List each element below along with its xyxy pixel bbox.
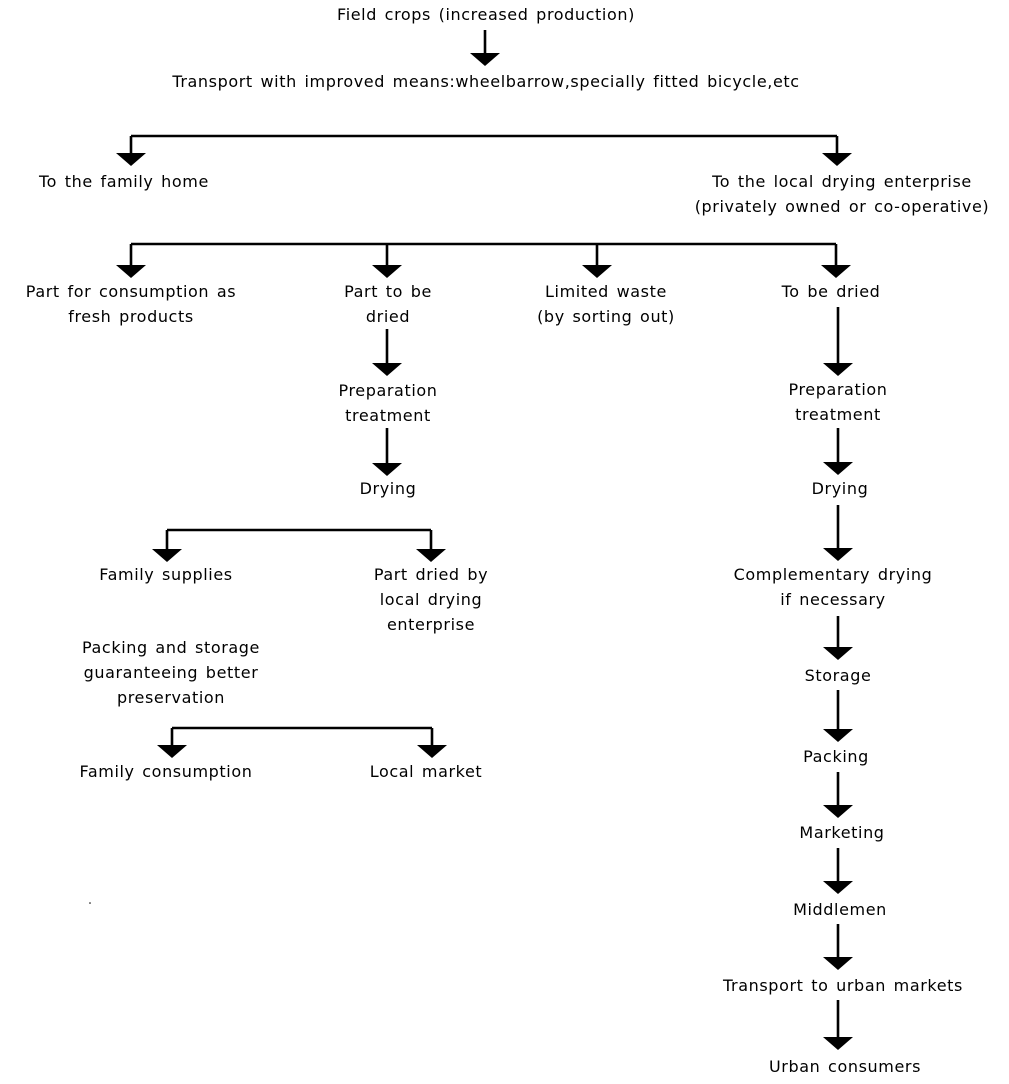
node-family-home-line: To the family home [39, 172, 209, 191]
node-drying-left-line: Drying [359, 479, 417, 498]
node-field-crops: Field crops (increased production) [337, 2, 635, 27]
node-part-dried-enterprise-line-3: enterprise [386, 615, 476, 634]
node-fresh-consumption-line-1: Part for consumption as [25, 282, 237, 301]
node-packing-line: Packing [803, 747, 869, 766]
split-drying-left-drop-2-head [416, 549, 446, 562]
arrow-prep-to-drying-left-head [372, 463, 402, 476]
node-urban-consumers: Urban consumers [769, 1054, 921, 1079]
node-complementary-drying-line-2: if necessary [780, 590, 886, 609]
node-drying-enterprise-line-2: (privately owned or co-operative) [694, 197, 990, 216]
node-local-market: Local market [370, 759, 483, 784]
node-complementary-drying: Complementary drying if necessary [734, 562, 933, 612]
node-storage: Storage [805, 663, 872, 688]
node-prep-left-line-1: Preparation [338, 381, 438, 400]
node-local-market-line: Local market [369, 762, 483, 781]
arrow-packing-to-marketing-head [823, 805, 853, 818]
arrow-prep-to-drying-right-head [823, 462, 853, 475]
node-transport-line: Transport with improved means:wheelbarro… [172, 72, 800, 91]
scan-speck [89, 902, 91, 904]
node-limited-waste: Limited waste (by sorting out) [537, 279, 675, 329]
node-part-to-dry: Part to be dried [344, 279, 432, 329]
arrow-transport-to-consumers-head [823, 1037, 853, 1050]
node-middlemen-line: Middlemen [793, 900, 887, 919]
node-packing-storage-line-1: Packing and storage [82, 638, 260, 657]
arrow-to-be-dried-to-prep-head [823, 363, 853, 376]
node-prep-left: Preparation treatment [338, 378, 437, 428]
arrow-part-to-prep-head [372, 363, 402, 376]
node-storage-line: Storage [804, 666, 872, 685]
node-family-supplies: Family supplies [99, 562, 232, 587]
split-transport-drop-2-head [822, 153, 852, 166]
node-family-supplies-line: Family supplies [99, 565, 233, 584]
node-to-be-dried-line: To be dried [781, 282, 881, 301]
arrow-marketing-to-middlemen-head [823, 881, 853, 894]
node-limited-waste-line-2: (by sorting out) [537, 307, 675, 326]
split-packing-storage-drop-1-head [157, 745, 187, 758]
node-packing-storage-line-2: guaranteeing better [83, 663, 259, 682]
node-part-dried-enterprise-line-2: local drying [379, 590, 483, 609]
node-fresh-consumption-line-2: fresh products [68, 307, 194, 326]
split-transport-drop-1-head [116, 153, 146, 166]
node-transport: Transport with improved means:wheelbarro… [172, 69, 799, 94]
node-family-consumption: Family consumption [80, 759, 253, 784]
arrowheads [116, 53, 853, 1050]
node-drying-enterprise: To the local drying enterprise (privatel… [695, 169, 990, 219]
split-drying-left-drop-1-head [152, 549, 182, 562]
node-part-dried-enterprise-line-1: Part dried by [373, 565, 489, 584]
node-packing-storage-line-3: preservation [116, 688, 226, 707]
node-part-to-dry-line-2: dried [365, 307, 411, 326]
node-transport-urban: Transport to urban markets [723, 973, 963, 998]
node-drying-right: Drying [812, 476, 869, 501]
split-enterprise-drop-2-head [372, 265, 402, 278]
node-marketing: Marketing [799, 820, 884, 845]
node-urban-consumers-line: Urban consumers [768, 1057, 922, 1076]
node-prep-right-line-1: Preparation [788, 380, 888, 399]
node-middlemen: Middlemen [793, 897, 887, 922]
node-part-to-dry-line-1: Part to be [344, 282, 432, 301]
node-drying-enterprise-line-1: To the local drying enterprise [712, 172, 972, 191]
node-packing: Packing [803, 744, 869, 769]
split-enterprise-drop-3-head [582, 265, 612, 278]
arrow-drying-to-complementary-head [823, 548, 853, 561]
node-family-home: To the family home [39, 169, 209, 194]
split-enterprise-drop-4-head [821, 265, 851, 278]
node-to-be-dried: To be dried [782, 279, 881, 304]
node-complementary-drying-line-1: Complementary drying [733, 565, 933, 584]
node-packing-storage: Packing and storage guaranteeing better … [82, 635, 260, 710]
node-drying-right-line: Drying [811, 479, 869, 498]
node-limited-waste-line-1: Limited waste [545, 282, 667, 301]
node-prep-left-line-2: treatment [345, 406, 431, 425]
node-family-consumption-line: Family consumption [79, 762, 253, 781]
connector-lines [129, 30, 840, 1040]
node-fresh-consumption: Part for consumption as fresh products [26, 279, 236, 329]
node-marketing-line: Marketing [799, 823, 885, 842]
node-part-dried-enterprise: Part dried by local drying enterprise [374, 562, 488, 637]
node-field-crops-line: Field crops (increased production) [337, 5, 635, 24]
node-prep-right: Preparation treatment [788, 377, 887, 427]
split-enterprise-drop-1-head [116, 265, 146, 278]
arrow-field-to-transport-head [470, 53, 500, 66]
node-transport-urban-line: Transport to urban markets [723, 976, 963, 995]
node-drying-left: Drying [360, 476, 417, 501]
node-prep-right-line-2: treatment [795, 405, 881, 424]
split-packing-storage-drop-2-head [417, 745, 447, 758]
arrow-complementary-to-storage-head [823, 647, 853, 660]
arrow-middlemen-to-transport-head [823, 957, 853, 970]
arrow-storage-to-packing-head [823, 729, 853, 742]
